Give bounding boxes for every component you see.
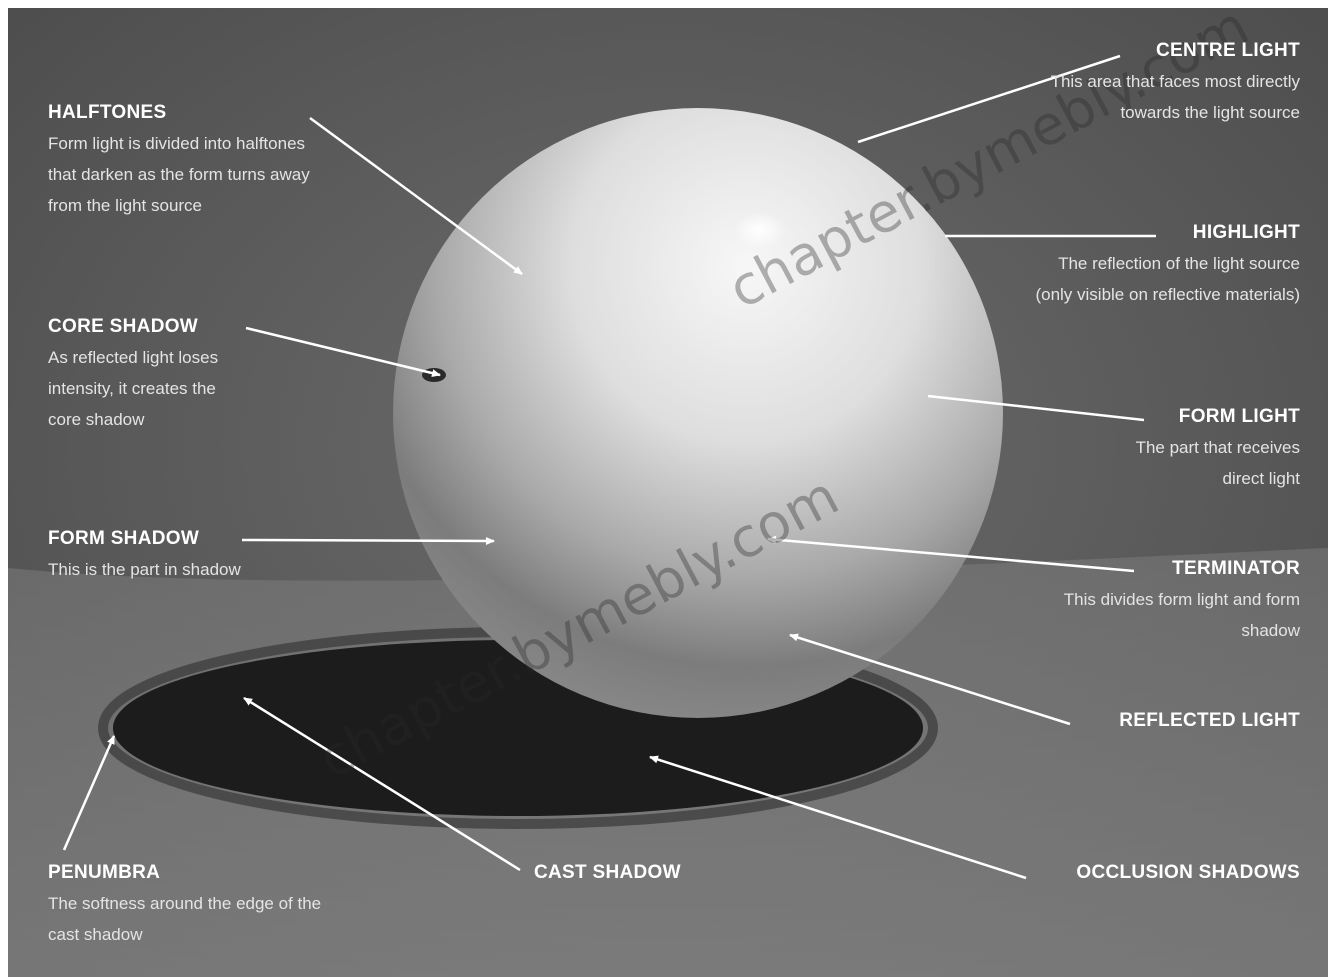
label-form-light: FORM LIGHT The part that receives direct…: [1106, 406, 1300, 494]
penumbra-desc: The softness around the edge of the cast…: [48, 888, 328, 950]
halftones-desc: Form light is divided into halftones tha…: [48, 128, 318, 221]
highlight-desc: The reflection of the light source (only…: [1026, 248, 1300, 310]
label-core-shadow: CORE SHADOW As reflected light loses int…: [48, 316, 238, 435]
label-highlight: HIGHLIGHT The reflection of the light so…: [1026, 222, 1300, 310]
core-shadow-spot: [422, 368, 446, 382]
centre-light-desc: This area that faces most directly towar…: [1026, 66, 1300, 128]
form-light-desc: The part that receives direct light: [1106, 432, 1300, 494]
label-form-shadow: FORM SHADOW This is the part in shadow: [48, 528, 248, 585]
label-reflected-light: REFLECTED LIGHT: [1026, 710, 1300, 736]
core-shadow-desc: As reflected light loses intensity, it c…: [48, 342, 238, 435]
occlusion-shadows-title: OCCLUSION SHADOWS: [946, 862, 1300, 884]
label-cast-shadow: CAST SHADOW: [534, 862, 864, 888]
diagram-canvas: chapter.bymebly.com chapter.bymebly.com …: [8, 8, 1328, 977]
label-penumbra: PENUMBRA The softness around the edge of…: [48, 862, 328, 950]
centre-light-title: CENTRE LIGHT: [1026, 40, 1300, 62]
halftones-title: HALFTONES: [48, 102, 318, 124]
form-shadow-pointer: [242, 540, 494, 541]
highlight-title: HIGHLIGHT: [1026, 222, 1300, 244]
form-shadow-desc: This is the part in shadow: [48, 554, 248, 585]
penumbra-title: PENUMBRA: [48, 862, 328, 884]
cast-shadow-title: CAST SHADOW: [534, 862, 864, 884]
label-occlusion-shadows: OCCLUSION SHADOWS: [946, 862, 1300, 888]
label-centre-light: CENTRE LIGHT This area that faces most d…: [1026, 40, 1300, 128]
terminator-desc: This divides form light and form shadow: [1046, 584, 1300, 646]
label-halftones: HALFTONES Form light is divided into hal…: [48, 102, 318, 221]
label-terminator: TERMINATOR This divides form light and f…: [1046, 558, 1300, 646]
reflected-light-title: REFLECTED LIGHT: [1026, 710, 1300, 732]
form-shadow-title: FORM SHADOW: [48, 528, 248, 550]
terminator-title: TERMINATOR: [1046, 558, 1300, 580]
core-shadow-title: CORE SHADOW: [48, 316, 238, 338]
form-light-title: FORM LIGHT: [1106, 406, 1300, 428]
